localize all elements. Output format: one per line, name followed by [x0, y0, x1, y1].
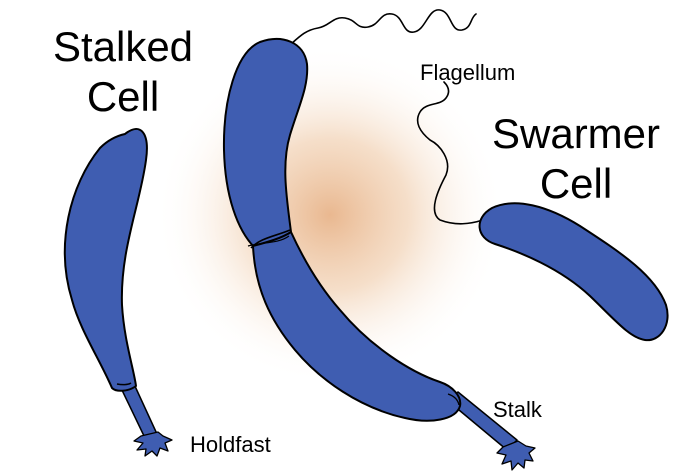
- stalked-cell-body: [63, 128, 148, 392]
- swarmer-cell-title: Swarmer Cell: [476, 113, 676, 205]
- flagellum: [289, 9, 477, 46]
- flagellum-label: Flagellum: [420, 60, 516, 85]
- division-constriction: [250, 229, 291, 249]
- division-contour: [247, 235, 290, 247]
- swarmer-cell-title-line1: Swarmer: [491, 110, 661, 157]
- swarmer-cell-title-line2: Cell: [539, 160, 613, 207]
- stalked-cell-title: Stalked Cell: [28, 26, 218, 118]
- dividing-cell-stalk-contour: [447, 393, 460, 406]
- swarmer-flagellum: [416, 81, 484, 225]
- swarmer-cell-body: [478, 202, 669, 342]
- stalked-cell-stalk: [120, 383, 158, 439]
- dividing-cell-holdfast: [496, 440, 536, 471]
- dividing-cell-lower: [252, 231, 462, 422]
- stalked-cell-holdfast: [133, 431, 173, 457]
- stalk-label: Stalk: [493, 397, 542, 422]
- stalked-cell-contour: [116, 382, 132, 386]
- stalked-cell-title-line1: Stalked: [52, 23, 194, 70]
- stalked-cell-title-line2: Cell: [86, 73, 160, 120]
- holdfast-label: Holdfast: [190, 432, 271, 457]
